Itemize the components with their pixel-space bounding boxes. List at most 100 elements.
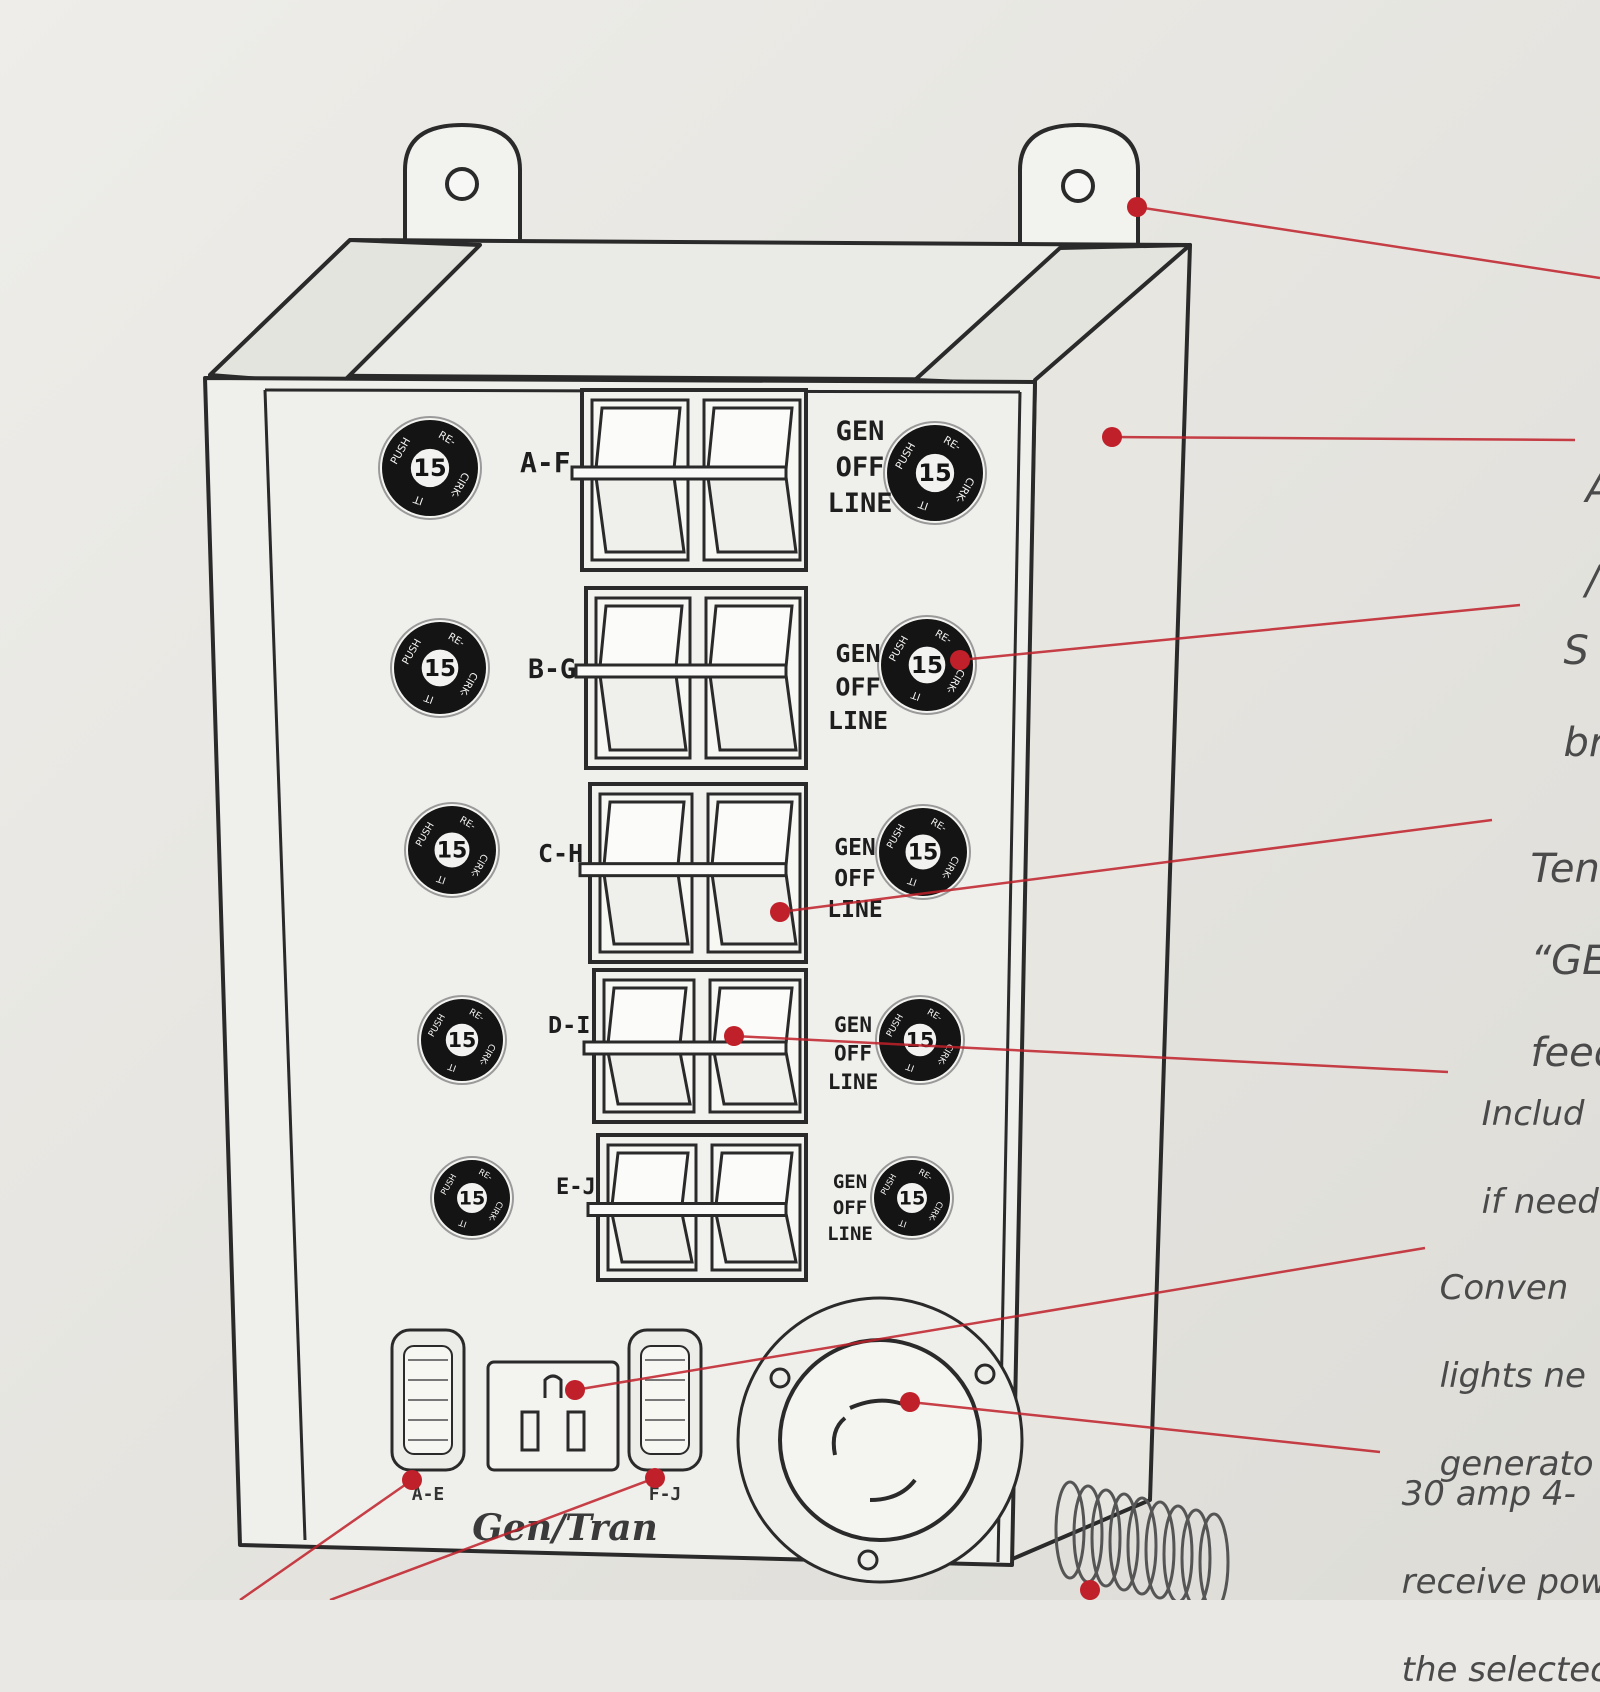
switch-bar (586, 1202, 788, 1217)
breaker-rating: 15 (437, 838, 468, 863)
row-label: B-G (528, 654, 576, 685)
breaker-ring-text: IT (446, 1060, 458, 1072)
caption-1: A / (1560, 420, 1600, 604)
caption-3-line-3: feed (1530, 1030, 1600, 1076)
switch-bar (578, 862, 788, 878)
switch-handle-upper (710, 800, 794, 868)
caption-2-line-1: S (1563, 628, 1589, 674)
breaker-rating: 15 (908, 840, 939, 865)
brand-logo: Gen/Tran (472, 1507, 658, 1549)
switch-handle-upper (606, 986, 688, 1046)
caption-1-line-2: / (1585, 558, 1599, 604)
breaker-center (432, 830, 472, 870)
inlet-screw (974, 1363, 996, 1385)
caption-6-line-2: receive pow (1401, 1562, 1600, 1602)
callout-line (329, 1476, 656, 1600)
conduit-ring (1180, 1508, 1212, 1600)
inlet-screw (857, 1549, 879, 1571)
callout-dot (724, 1026, 744, 1046)
breaker-ring-text: IT (897, 1217, 908, 1229)
callout-dot (1102, 427, 1122, 447)
callout-line (909, 1400, 1381, 1454)
caption-3-line-1: Ten (1530, 846, 1600, 892)
switch-handle-lower (610, 1212, 694, 1264)
switch-bar (570, 465, 788, 481)
breaker-rating: 15 (448, 1028, 477, 1052)
switch-pair (574, 586, 808, 770)
inlet-ring (778, 1338, 982, 1542)
breaker-ring-text: IT (457, 1217, 468, 1229)
switch-position-label: GEN (835, 639, 880, 668)
switch-pair (578, 782, 808, 964)
conduit-ring (1198, 1512, 1230, 1600)
breaker-rating: 15 (413, 454, 446, 482)
switch-handle-upper (714, 1151, 794, 1207)
switch-position-label: OFF (834, 1042, 872, 1066)
switch-pair (582, 968, 808, 1124)
callout-line (574, 1246, 1426, 1392)
callout-dot (402, 1470, 422, 1490)
switch-position-label: GEN (833, 1171, 867, 1193)
switch-handle-lower (594, 475, 686, 554)
breaker-center (408, 446, 452, 490)
breaker-center (419, 647, 461, 689)
switch-position-label: GEN (836, 416, 885, 447)
switch-handle-lower (708, 673, 798, 752)
breaker-center (895, 1181, 929, 1215)
breaker-center (903, 832, 943, 872)
row-label: C-H (538, 839, 583, 868)
breaker-ring-text: IT (906, 874, 918, 887)
switch-handle-lower (598, 673, 688, 752)
breaker-rating: 15 (906, 1028, 935, 1052)
inlet-blade (831, 1416, 847, 1456)
breaker-rating: 15 (918, 459, 951, 487)
outlet-slot (520, 1410, 540, 1452)
mounting-tabs (403, 122, 1140, 250)
switch-handle-lower (714, 1212, 798, 1264)
breaker-center (906, 644, 948, 686)
breaker-center (443, 1021, 481, 1059)
caption-6: 30 amp 4- receive pow the selectec (1380, 1428, 1600, 1692)
switch-position-label: GEN (834, 835, 876, 861)
switch-position-label: OFF (833, 1197, 867, 1219)
switch-position-label: LINE (828, 1070, 879, 1094)
conduit-ring (1126, 1496, 1158, 1596)
switch-pair (586, 1133, 808, 1282)
callout-dot (565, 1380, 585, 1400)
caption-1-line-1: A (1585, 466, 1600, 512)
callout-dot (900, 1392, 920, 1412)
switch-bar (582, 1040, 788, 1056)
meter-label: F-J (649, 1484, 682, 1505)
meter-label: A-E (412, 1484, 445, 1505)
conduit-ring (1054, 1480, 1086, 1580)
breaker-ring-text: IT (904, 1060, 916, 1072)
caption-5-line-1: Conven (1439, 1268, 1569, 1308)
switch-position-label: GEN (834, 1013, 872, 1037)
switch-pair (570, 388, 808, 572)
switch-handle-upper (708, 604, 794, 669)
callout-dot (950, 650, 970, 670)
caption-3-line-2: “GE (1530, 938, 1600, 984)
outlet-icon (486, 1360, 620, 1472)
caption-6-line-3: the selectec (1401, 1650, 1600, 1690)
row-label: A-F (520, 446, 571, 479)
callout-line (1111, 435, 1576, 442)
breaker-center (913, 451, 957, 495)
callout-line (959, 603, 1521, 662)
caption-5-line-3: generato (1439, 1444, 1594, 1484)
breaker-ring-text: IT (916, 497, 930, 512)
switch-position-label: LINE (827, 488, 892, 519)
callout-lines (239, 197, 1600, 1600)
switch-handle-lower (706, 475, 798, 554)
